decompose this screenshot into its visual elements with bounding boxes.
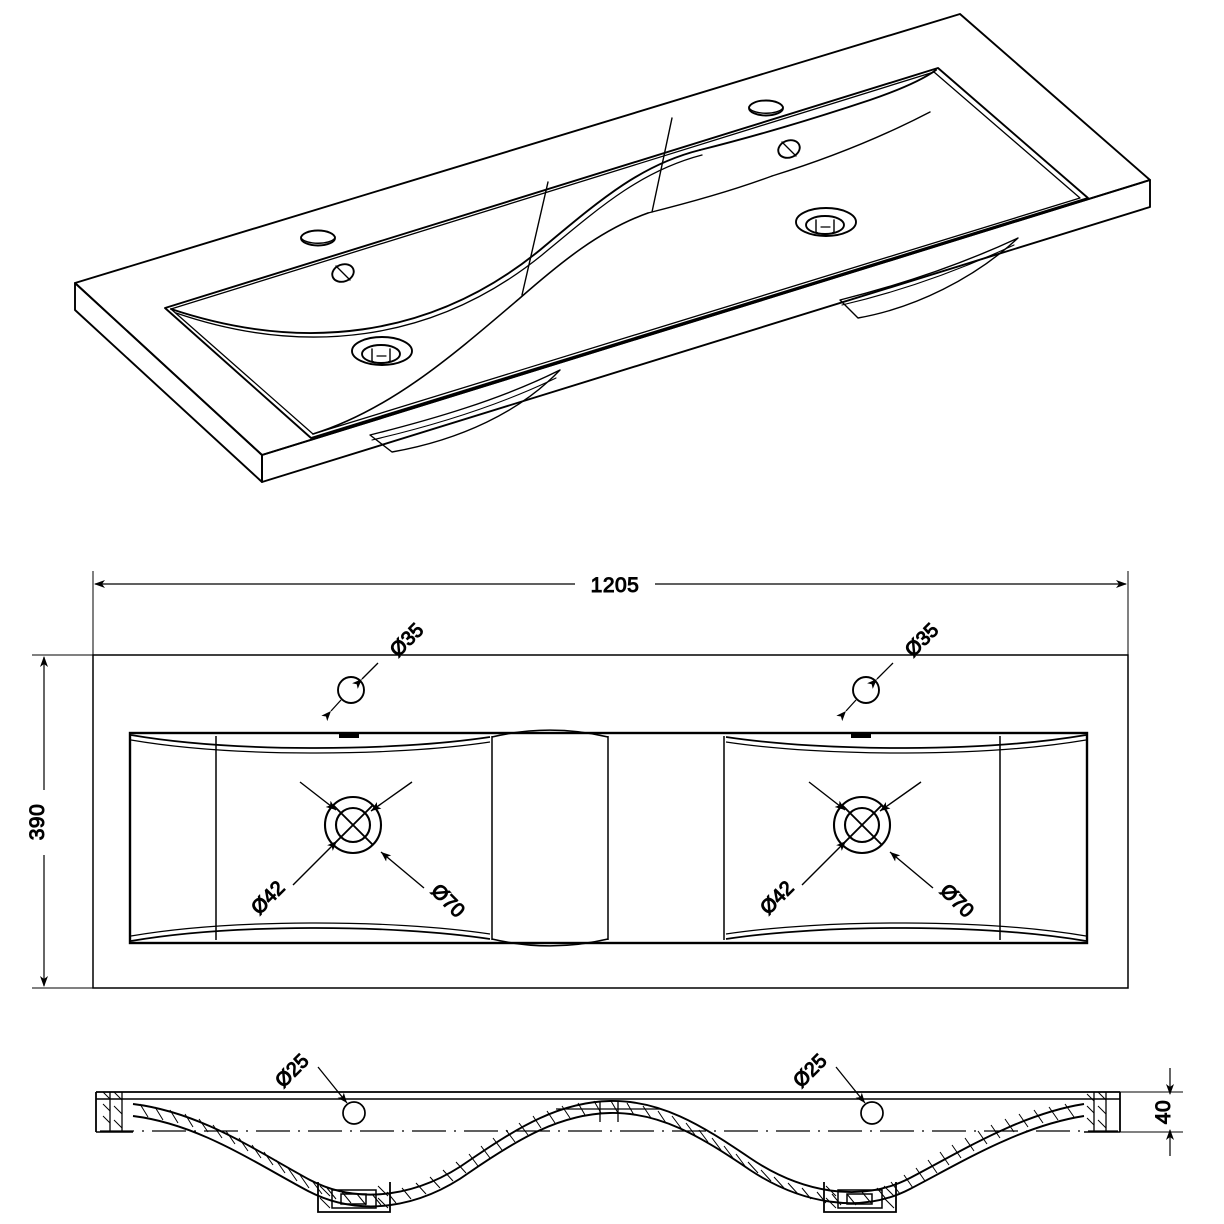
- underside-bulge-right: [839, 237, 1019, 319]
- drain-waste-right-iso: [795, 207, 857, 237]
- tap-hole-right-iso: [748, 99, 784, 117]
- bowl-wave-left: [170, 149, 703, 338]
- callout-overflow-left: Ø25: [271, 1049, 366, 1125]
- section-view: Ø25 Ø25 40: [95, 1049, 1183, 1213]
- drain-waste-left-iso: [351, 336, 413, 366]
- slab-top-face: [74, 13, 1151, 456]
- plan-bowl-left: [130, 733, 493, 942]
- slab-left-edge: [74, 282, 263, 483]
- callout-dia25-left-label: Ø25: [271, 1050, 313, 1092]
- callout-waste-left: Ø42 Ø70: [247, 781, 469, 923]
- bowl-center-divider: [647, 175, 773, 214]
- callout-waste-right: Ø42 Ø70: [756, 781, 978, 923]
- dimension-thickness-40: 40: [1106, 1068, 1183, 1156]
- plan-outer-outline: [92, 654, 1129, 989]
- bowl-panel-left: [521, 117, 673, 296]
- callout-overflow-right: Ø25: [789, 1049, 884, 1125]
- callout-dia70-left-label: Ø70: [426, 880, 468, 922]
- section-basin-profile-inner: [132, 1112, 1085, 1208]
- bowl-panel-right: [771, 111, 931, 177]
- callout-tap-hole-right: Ø35: [836, 619, 944, 722]
- dimension-depth-label: 390: [26, 804, 49, 841]
- dimension-thickness-label: 40: [1152, 1100, 1175, 1124]
- bowl-bottom-wave: [312, 212, 649, 435]
- section-basin-profile-outer: [132, 1100, 1085, 1196]
- tap-hole-left-iso: [300, 229, 336, 247]
- section-left-end-block: [102, 1091, 123, 1132]
- plan-basin-recess: [128, 731, 1089, 945]
- callout-tap-hole-left: Ø35: [321, 619, 429, 722]
- section-waste-boss-left: [317, 1182, 391, 1213]
- bowl-wave-right: [699, 69, 937, 151]
- basin-recess-outline: [164, 67, 1089, 439]
- callout-dia42-right-label: Ø42: [756, 877, 798, 919]
- callout-dia42-left-label: Ø42: [247, 877, 289, 919]
- overflow-hole-right-iso: [777, 139, 801, 159]
- slab-front-edge: [261, 179, 1151, 483]
- dimension-depth-390: 390: [26, 654, 93, 989]
- dimension-width-label: 1205: [591, 574, 640, 597]
- dimension-width-1205: 1205: [92, 571, 1129, 655]
- section-waste-boss-right: [823, 1182, 897, 1213]
- plan-view: 1205 390 Ø35 Ø35: [26, 571, 1129, 989]
- section-rim-band: [95, 1091, 1121, 1133]
- callout-dia25-right-label: Ø25: [789, 1050, 831, 1092]
- section-wall-hatch: [139, 1100, 1075, 1206]
- section-centre-hump-detail: [556, 1101, 660, 1122]
- callout-dia70-right-label: Ø70: [935, 880, 977, 922]
- section-right-end-block: [1086, 1091, 1107, 1132]
- plan-center-divider: [491, 729, 609, 947]
- overflow-hole-left-iso: [331, 263, 355, 283]
- underside-bulge-left: [369, 369, 561, 453]
- basin-recess-inner-line: [170, 71, 1081, 435]
- plan-bowl-right: [723, 733, 1087, 942]
- isometric-view: [74, 13, 1151, 483]
